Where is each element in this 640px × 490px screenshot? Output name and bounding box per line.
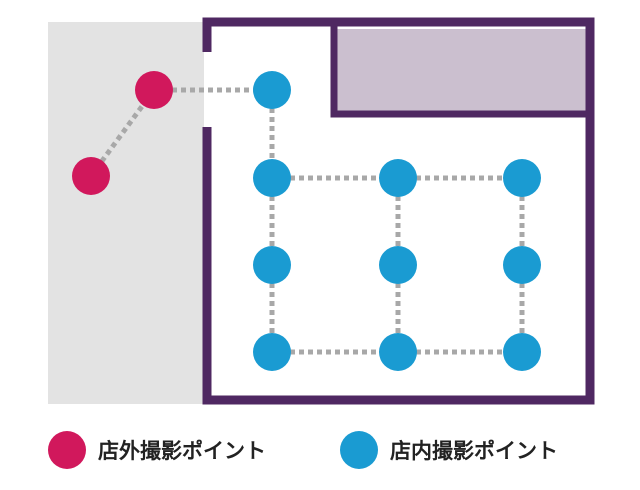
legend-inside-label: 店内撮影ポイント — [390, 439, 558, 463]
inside-shooting-point — [253, 71, 291, 109]
room-wall — [330, 26, 586, 118]
outside-shooting-point — [72, 157, 110, 195]
inside-shooting-point — [503, 246, 541, 284]
inside-shooting-point — [253, 246, 291, 284]
legend-inside: 店内撮影ポイント — [340, 428, 558, 472]
inside-shooting-point — [503, 159, 541, 197]
inside-shooting-point — [379, 159, 417, 197]
inside-shooting-point — [253, 159, 291, 197]
store-outer-wall — [202, 17, 595, 405]
inside-shooting-point — [379, 333, 417, 371]
inside-shooting-point — [503, 333, 541, 371]
inside-shooting-point — [253, 333, 291, 371]
shooting-points — [72, 71, 541, 371]
inside-point-legend-icon — [340, 431, 378, 469]
room-block — [334, 29, 586, 114]
legend-outside: 店外撮影ポイント — [48, 428, 266, 472]
outside-point-legend-icon — [48, 431, 86, 469]
outdoor-area — [48, 22, 204, 404]
legend-outside-label: 店外撮影ポイント — [98, 439, 266, 463]
inside-shooting-point — [379, 246, 417, 284]
floor-plan-diagram — [48, 17, 595, 405]
outside-shooting-point — [135, 71, 173, 109]
